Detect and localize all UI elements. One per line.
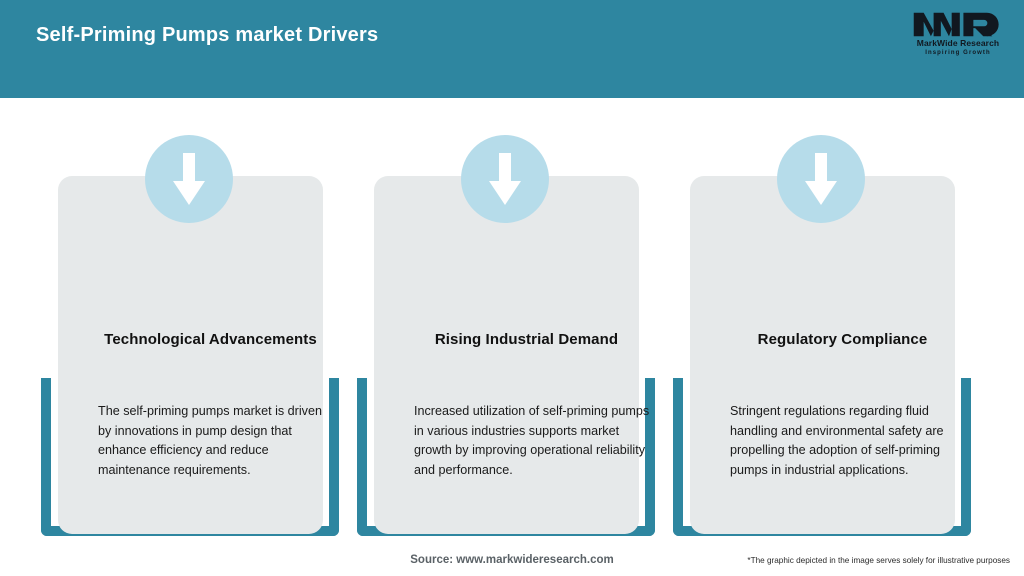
card-body-text: Increased utilization of self-priming pu… xyxy=(414,404,650,477)
disclaimer-note: *The graphic depicted in the image serve… xyxy=(747,556,1010,565)
page-title: Self-Priming Pumps market Drivers xyxy=(36,24,379,46)
driver-cards-container: Technological Advancements The self-prim… xyxy=(0,98,1024,538)
driver-card-2: Rising Industrial Demand Increased utili… xyxy=(354,98,670,538)
logo-tagline: Inspiring Growth xyxy=(925,49,991,56)
driver-card-1: Technological Advancements The self-prim… xyxy=(38,98,354,538)
header-bar: Self-Priming Pumps market Drivers MarkWi… xyxy=(0,0,1024,98)
card-panel: Regulatory Compliance Stringent regulati… xyxy=(690,176,955,534)
driver-card-3: Regulatory Compliance Stringent regulati… xyxy=(670,98,986,538)
card-panel: Technological Advancements The self-prim… xyxy=(58,176,323,534)
logo-company-name: MarkWide Research xyxy=(916,38,1000,48)
card-icon-badge xyxy=(777,135,865,223)
arrow-down-icon xyxy=(805,153,837,205)
card-title: Technological Advancements xyxy=(104,331,317,348)
card-body-text: The self-priming pumps market is driven … xyxy=(98,404,322,477)
card-title: Regulatory Compliance xyxy=(757,331,928,348)
brand-logo: MarkWide Research Inspiring Growth xyxy=(906,10,1010,60)
card-body-text: Stringent regulations regarding fluid ha… xyxy=(730,404,944,477)
source-label: Source: www.markwideresearch.com xyxy=(410,554,614,566)
card-panel: Rising Industrial Demand Increased utili… xyxy=(374,176,649,534)
card-icon-badge xyxy=(145,135,233,223)
mwr-logo-icon xyxy=(913,12,999,37)
card-icon-badge xyxy=(461,135,549,223)
arrow-down-icon xyxy=(173,153,205,205)
arrow-down-icon xyxy=(489,153,521,205)
card-title: Rising Industrial Demand xyxy=(434,331,619,348)
